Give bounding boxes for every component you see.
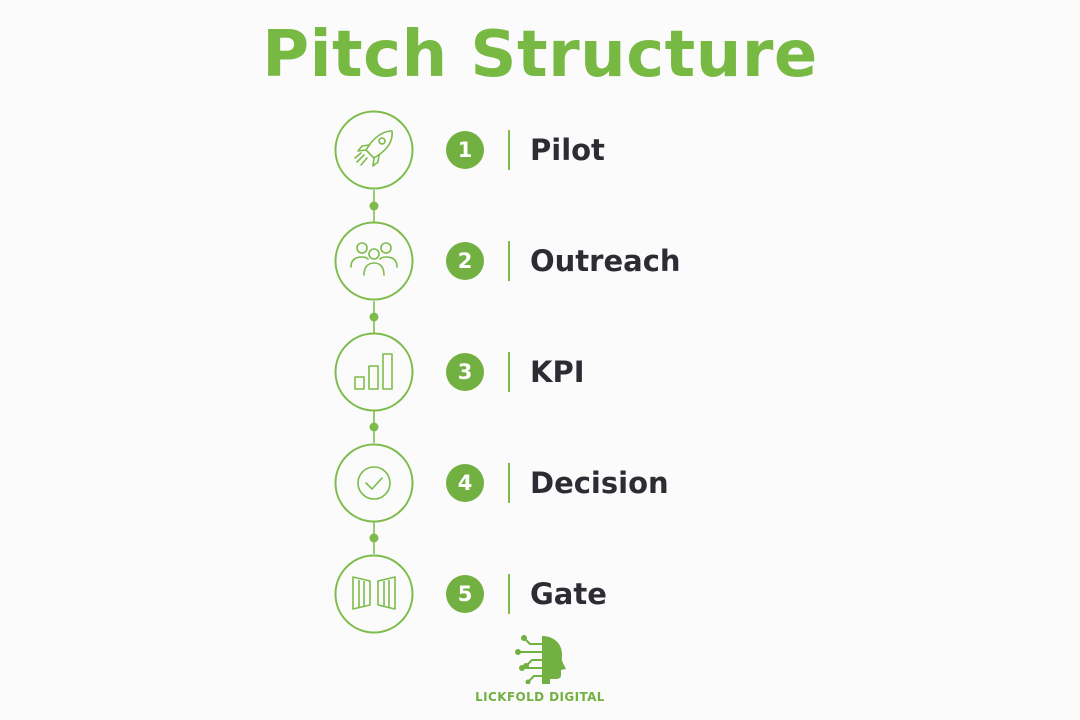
step-divider [508,241,510,281]
step-4: 4 Decision [0,443,1080,523]
step-divider [508,463,510,503]
brand-name: LICKFOLD DIGITAL [475,690,605,704]
step-divider [508,352,510,392]
connector-dot-2 [369,312,379,322]
step-number-badge: 4 [446,464,484,502]
step-number-badge: 1 [446,131,484,169]
connector-dot-3 [369,422,379,432]
checkmark-icon [334,443,414,523]
step-divider [508,574,510,614]
step-label: Outreach [530,244,681,278]
step-number-badge: 2 [446,242,484,280]
step-label: KPI [530,355,585,389]
step-5: 5 Gate [0,554,1080,634]
step-label: Gate [530,577,607,611]
step-label: Decision [530,466,669,500]
step-2: 2 Outreach [0,221,1080,301]
people-icon [334,221,414,301]
connector-dot-1 [369,201,379,211]
ai-head-circuit-icon [490,632,590,685]
step-number-badge: 3 [446,353,484,391]
bar-chart-icon [334,332,414,412]
connector-dot-4 [369,533,379,543]
rocket-icon [334,110,414,190]
step-1: 1 Pilot [0,110,1080,190]
brand-logo: LICKFOLD DIGITAL [440,632,640,712]
step-divider [508,130,510,170]
step-3: 3 KPI [0,332,1080,412]
gate-icon [334,554,414,634]
page-title: Pitch Structure [262,18,818,92]
step-label: Pilot [530,133,605,167]
step-number-badge: 5 [446,575,484,613]
